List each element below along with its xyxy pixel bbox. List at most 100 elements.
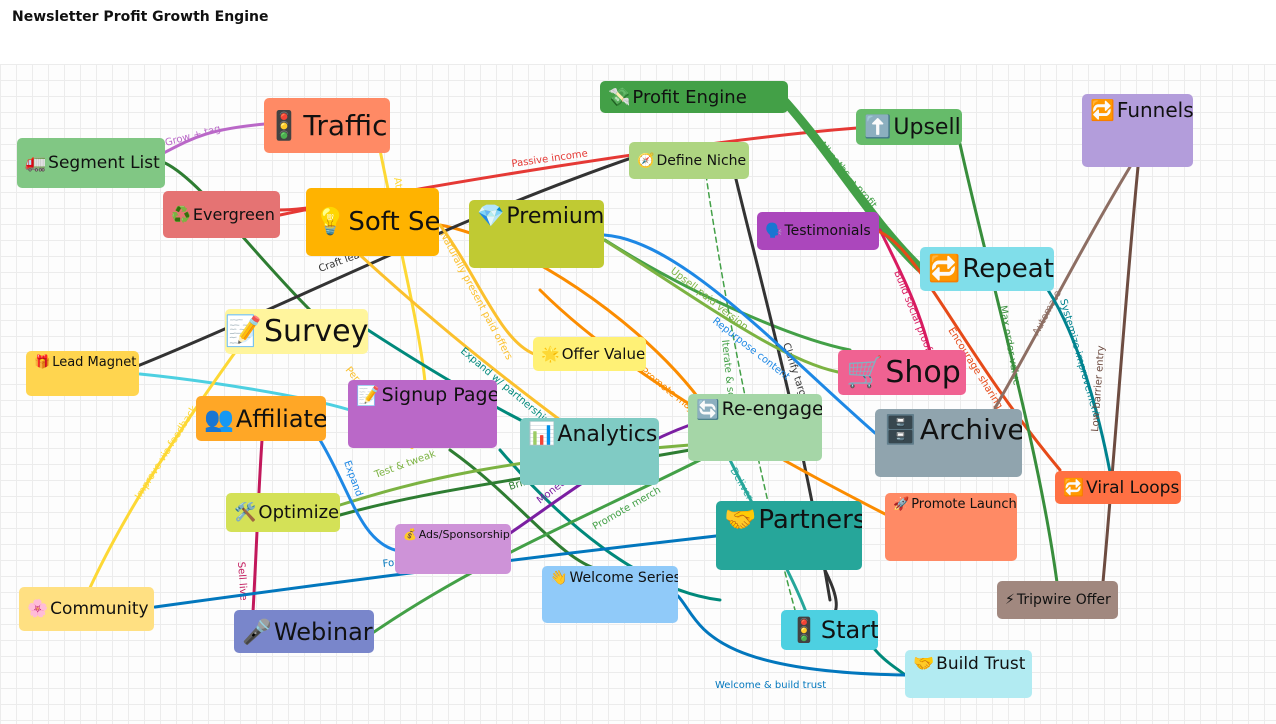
edge-premium-shop bbox=[602, 238, 840, 374]
optimize-icon: 🛠️ bbox=[234, 502, 257, 523]
start-icon: 🚦 bbox=[789, 616, 819, 644]
node-label: Welcome Series bbox=[569, 570, 678, 586]
segment-icon: 🚛 bbox=[25, 153, 47, 173]
node-label: Analytics bbox=[557, 422, 658, 447]
node-label: Profit Engine bbox=[632, 86, 747, 108]
node-profit[interactable]: 💸Profit Engine bbox=[600, 81, 788, 113]
node-label: Upsell bbox=[893, 114, 961, 140]
edge-label: Test & tweak bbox=[372, 449, 437, 482]
leadmagnet-icon: 🎁 bbox=[34, 355, 51, 370]
node-label: Soft Sell bbox=[348, 207, 439, 237]
node-label: Re-engage bbox=[721, 398, 822, 420]
node-affiliate[interactable]: 👥Affiliate bbox=[196, 396, 326, 441]
node-testimonials[interactable]: 🗣️Testimonials bbox=[757, 212, 879, 250]
node-label: Funnels bbox=[1116, 98, 1193, 122]
community-icon: 🌸 bbox=[27, 599, 49, 619]
edge-welcome-trust bbox=[676, 594, 907, 677]
edge-label: All paths → profit bbox=[816, 139, 879, 211]
node-traffic[interactable]: 🚦Traffic bbox=[264, 98, 390, 153]
upsell-icon: ⬆️ bbox=[864, 114, 892, 140]
node-repeat[interactable]: 🔁Repeat bbox=[920, 247, 1054, 291]
ads-icon: 💰 bbox=[403, 528, 417, 541]
diagram-title: Newsletter Profit Growth Engine bbox=[12, 9, 269, 25]
node-label: Survey bbox=[264, 314, 368, 349]
shop-icon: 🛒 bbox=[846, 355, 884, 390]
node-offer[interactable]: 🌟Offer Value bbox=[533, 337, 646, 371]
node-start[interactable]: 🚦Start bbox=[781, 610, 878, 650]
node-analytics[interactable]: 📊Analytics bbox=[520, 418, 659, 485]
softsell-icon: 💡 bbox=[314, 207, 347, 237]
node-viral[interactable]: 🔁Viral Loops bbox=[1055, 471, 1181, 504]
edge-repeat-viral bbox=[1046, 288, 1112, 474]
welcome-icon: 👋 bbox=[550, 570, 568, 586]
edge-label: Welcome & build trust bbox=[715, 680, 826, 691]
edge-funnels-archive bbox=[993, 165, 1132, 410]
node-label: Promote Launch bbox=[911, 497, 1017, 512]
node-ads[interactable]: 💰Ads/Sponsorship bbox=[395, 524, 511, 574]
node-optimize[interactable]: 🛠️Optimize bbox=[226, 493, 340, 532]
edge-label: Automate bbox=[1031, 289, 1064, 338]
node-partners[interactable]: 🤝Partners bbox=[716, 501, 862, 570]
evergreen-icon: ♻️ bbox=[171, 205, 191, 224]
node-premium[interactable]: 💎Premium bbox=[469, 200, 604, 268]
archive-icon: 🗄️ bbox=[883, 413, 918, 446]
node-label: Traffic bbox=[303, 109, 388, 142]
edge-softsell-analytics bbox=[358, 253, 562, 422]
node-funnels[interactable]: 🔁Funnels bbox=[1082, 94, 1193, 167]
profit-icon: 💸 bbox=[608, 86, 631, 108]
node-promote[interactable]: 🚀Promote Launch bbox=[885, 493, 1017, 561]
edge-testimonials-viral bbox=[878, 230, 1062, 472]
repeat-icon: 🔁 bbox=[928, 254, 961, 284]
edge-funnels-tripwire bbox=[1101, 165, 1140, 584]
viral-icon: 🔁 bbox=[1063, 477, 1085, 498]
edge-label: Expand bbox=[341, 459, 364, 498]
edge-label: Improve via feedback bbox=[133, 404, 200, 502]
node-label: Signup Page bbox=[381, 384, 497, 406]
node-webinar[interactable]: 🎤Webinar bbox=[234, 610, 374, 653]
node-shop[interactable]: 🛒Shop bbox=[838, 350, 966, 395]
node-evergreen[interactable]: ♻️Evergreen bbox=[163, 191, 280, 238]
edge-label: Fo bbox=[382, 558, 395, 570]
testimonials-icon: 🗣️ bbox=[765, 223, 783, 239]
node-label: Affiliate bbox=[235, 404, 326, 433]
node-welcome[interactable]: 👋Welcome Series bbox=[542, 566, 678, 623]
edge-affiliate-ads bbox=[318, 438, 397, 552]
node-label: Premium bbox=[506, 204, 604, 229]
node-community[interactable]: 🌸Community bbox=[19, 587, 154, 631]
connector-extra-0 bbox=[138, 372, 352, 412]
node-segment[interactable]: 🚛Segment List bbox=[17, 138, 165, 188]
trust-icon: 🤝 bbox=[913, 654, 935, 674]
analytics-icon: 📊 bbox=[528, 422, 556, 447]
node-niche[interactable]: 🧭Define Niche bbox=[629, 142, 749, 179]
node-label: Lead Magnet bbox=[52, 355, 137, 370]
node-signup[interactable]: 📝Signup Page bbox=[348, 380, 497, 448]
node-label: Evergreen bbox=[192, 205, 275, 224]
node-upsell[interactable]: ⬆️Upsell bbox=[856, 109, 962, 145]
edge-label: Grow + tag bbox=[164, 123, 222, 148]
node-label: Define Niche bbox=[656, 152, 747, 169]
affiliate-icon: 👥 bbox=[204, 404, 234, 433]
node-label: Build Trust bbox=[936, 654, 1026, 674]
node-leadmagnet[interactable]: 🎁Lead Magnet bbox=[26, 351, 139, 396]
partners-icon: 🤝 bbox=[724, 505, 757, 535]
promote-icon: 🚀 bbox=[893, 497, 910, 512]
tripwire-icon: ⚡ bbox=[1005, 592, 1015, 608]
node-label: Testimonials bbox=[784, 223, 871, 239]
node-trust[interactable]: 🤝Build Trust bbox=[905, 650, 1032, 698]
node-survey[interactable]: 📝Survey bbox=[225, 309, 368, 354]
node-softsell[interactable]: 💡Soft Sell bbox=[306, 188, 439, 256]
node-label: Community bbox=[50, 599, 149, 619]
edge-testimonials-shop bbox=[878, 228, 932, 354]
edge-softsell-offer bbox=[438, 223, 536, 356]
node-archive[interactable]: 🗄️Archive bbox=[875, 409, 1022, 477]
node-label: Tripwire Offer bbox=[1016, 592, 1111, 608]
node-reengage[interactable]: 🔄Re-engage bbox=[688, 394, 822, 461]
connector-extra-6 bbox=[448, 448, 602, 572]
funnels-icon: 🔁 bbox=[1090, 98, 1115, 122]
edge-label: Upsell paid version bbox=[668, 266, 750, 333]
node-label: Ads/Sponsorship bbox=[418, 528, 510, 541]
node-tripwire[interactable]: ⚡Tripwire Offer bbox=[997, 581, 1118, 619]
node-label: Shop bbox=[885, 355, 961, 390]
survey-icon: 📝 bbox=[225, 314, 262, 349]
node-label: Partners bbox=[758, 505, 862, 535]
